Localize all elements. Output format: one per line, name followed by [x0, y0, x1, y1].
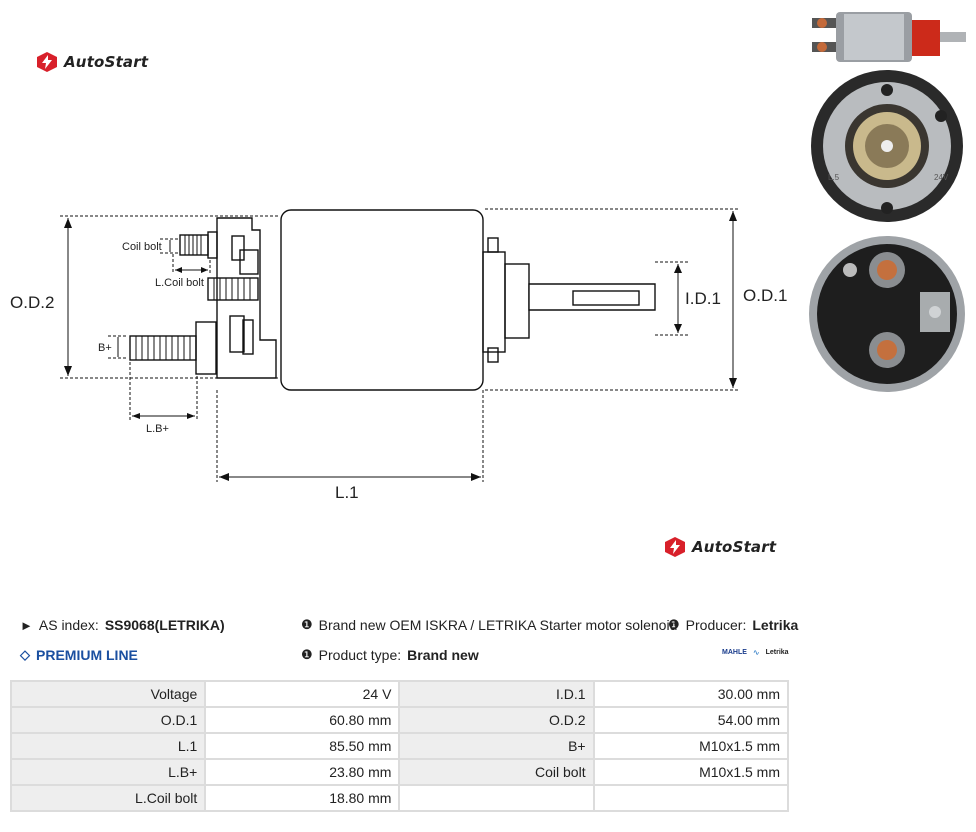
plunger — [528, 283, 656, 311]
as-index-label: AS index: — [38, 617, 99, 633]
spec-label: Voltage — [9, 680, 207, 708]
technical-drawing: Coil bolt L.Coil bolt O.D.2 O.D.1 I.D.1 … — [10, 208, 787, 502]
spec-label: B+ — [398, 732, 595, 760]
spec-label: L.Coil bolt — [9, 784, 207, 812]
info-icon: ❶ — [668, 617, 680, 632]
info-icon: ❶ — [301, 617, 313, 632]
spec-label: I.D.1 — [398, 680, 595, 708]
product-type-value: Brand new — [407, 647, 479, 663]
product-type: ❶ Product type: Brand new — [301, 647, 479, 663]
spec-value: 18.80 mm — [204, 784, 401, 812]
letrika-logo: Letrika — [765, 649, 789, 656]
table-row: L.Coil bolt 18.80 mm — [9, 784, 790, 812]
product-type-label: Product type: — [318, 647, 402, 663]
front-mark-right: 24V — [934, 173, 949, 182]
front-mark-left: L.5 — [828, 173, 840, 182]
spec-value: 60.80 mm — [204, 706, 401, 734]
product-photo-side — [812, 12, 966, 62]
spec-value: M10x1.5 mm — [592, 732, 790, 760]
spec-value: 24 V — [204, 680, 401, 708]
premium-line-label: PREMIUM LINE — [36, 647, 138, 663]
spec-label: Coil bolt — [398, 758, 595, 786]
brand-name: AutoStart — [64, 53, 149, 71]
spec-value: 30.00 mm — [592, 680, 790, 708]
product-photo-front: L.5 24V — [811, 70, 963, 222]
wave-icon: ∿ — [752, 648, 760, 657]
label-od2: O.D.2 — [10, 293, 54, 312]
table-row: O.D.1 60.80 mm O.D.2 54.00 mm — [9, 706, 790, 734]
spec-label: L.1 — [9, 732, 207, 760]
spec-value: 23.80 mm — [204, 758, 401, 786]
mahle-logo: MAHLE — [722, 649, 747, 656]
diamond-icon: ◇ — [20, 647, 30, 662]
label-lbplus: L.B+ — [146, 423, 169, 435]
producer-value: Letrika — [752, 617, 799, 633]
brand-name: AutoStart — [692, 538, 777, 556]
as-index-value: SS9068(LETRIKA) — [104, 617, 225, 633]
label-bplus: B+ — [98, 342, 112, 354]
premium-line[interactable]: ◇ PREMIUM LINE — [20, 647, 138, 663]
spec-label: O.D.1 — [9, 706, 207, 734]
tags-icon: ► — [20, 617, 33, 633]
as-index: ► AS index: SS9068(LETRIKA) — [20, 617, 225, 633]
specs-table: Voltage 24 V I.D.1 30.00 mm O.D.1 60.80 … — [9, 680, 790, 812]
label-od1: O.D.1 — [743, 286, 787, 305]
autostart-logo-icon — [665, 537, 685, 557]
product-photo-back — [809, 236, 965, 392]
description-text: Brand new OEM ISKRA / LETRIKA Starter mo… — [318, 617, 678, 633]
spec-label: L.B+ — [9, 758, 207, 786]
spec-value: M10x1.5 mm — [592, 758, 790, 786]
spec-label — [398, 784, 595, 812]
table-row: L.B+ 23.80 mm Coil bolt M10x1.5 mm — [9, 758, 790, 786]
label-l1: L.1 — [335, 483, 359, 502]
brand-logo: AutoStart — [36, 51, 148, 73]
spec-value — [592, 784, 790, 812]
bplus-bolt — [129, 335, 197, 361]
table-row: L.1 85.50 mm B+ M10x1.5 mm — [9, 732, 790, 760]
spec-value: 54.00 mm — [592, 706, 790, 734]
autostart-logo-icon — [37, 52, 57, 72]
info-icon: ❶ — [301, 647, 313, 662]
solenoid-body — [280, 209, 484, 391]
label-id1: I.D.1 — [685, 289, 721, 308]
coil-bolt — [179, 234, 209, 256]
brand-logo-bottom: AutoStart — [664, 536, 776, 558]
table-row: Voltage 24 V I.D.1 30.00 mm — [9, 680, 790, 708]
label-coil-bolt: Coil bolt — [122, 241, 162, 253]
product-description: ❶ Brand new OEM ISKRA / LETRIKA Starter … — [301, 617, 677, 633]
label-l-coil-bolt: L.Coil bolt — [155, 277, 204, 289]
brand-logos: MAHLE ∿ Letrika — [722, 648, 789, 657]
producer-label: Producer: — [685, 617, 747, 633]
spec-value: 85.50 mm — [204, 732, 401, 760]
producer: ❶ Producer: Letrika — [668, 617, 798, 633]
spec-label: O.D.2 — [398, 706, 595, 734]
